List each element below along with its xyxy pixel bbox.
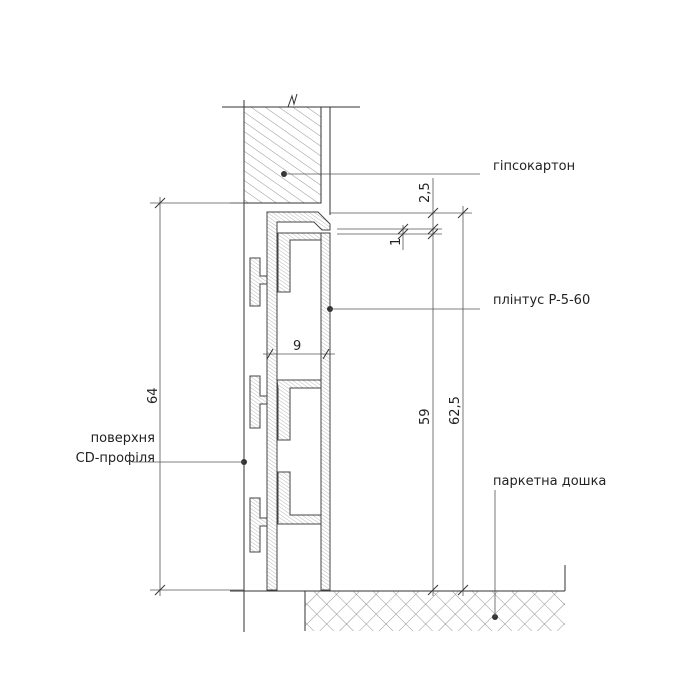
svg-text:плінтус P-5-60: плінтус P-5-60 xyxy=(493,293,590,308)
svg-text:поверхня: поверхня xyxy=(91,431,155,446)
clip xyxy=(249,375,268,429)
dimension-text: 1 xyxy=(389,238,404,246)
dimension-group-right: 59 62,5 2,5 1 xyxy=(330,178,472,596)
svg-text:CD-профіля: CD-профіля xyxy=(76,451,155,466)
dimension-text: 9 xyxy=(293,339,301,354)
dimension-text: 59 xyxy=(418,408,433,425)
parquet-board xyxy=(230,565,566,631)
dimension-text: 64 xyxy=(146,387,161,404)
gypsum-board xyxy=(222,93,360,215)
label-parquet: паркетна дошка xyxy=(492,474,606,620)
dimension-text: 2,5 xyxy=(418,182,433,203)
skirting-profile xyxy=(249,211,331,591)
break-mark-icon xyxy=(287,93,298,108)
label-cd-profile-surface: поверхня CD-профіля xyxy=(76,431,247,466)
svg-text:паркетна дошка: паркетна дошка xyxy=(493,474,606,489)
dimension-text: 62,5 xyxy=(448,396,463,425)
label-gypsum: гіпсокартон xyxy=(281,159,575,177)
dimension-9: 9 xyxy=(263,339,335,360)
clip xyxy=(249,257,268,307)
dimension-64: 64 xyxy=(146,197,244,596)
clip xyxy=(249,497,268,553)
svg-text:гіпсокартон: гіпсокартон xyxy=(493,159,575,174)
label-skirting: плінтус P-5-60 xyxy=(327,293,590,312)
